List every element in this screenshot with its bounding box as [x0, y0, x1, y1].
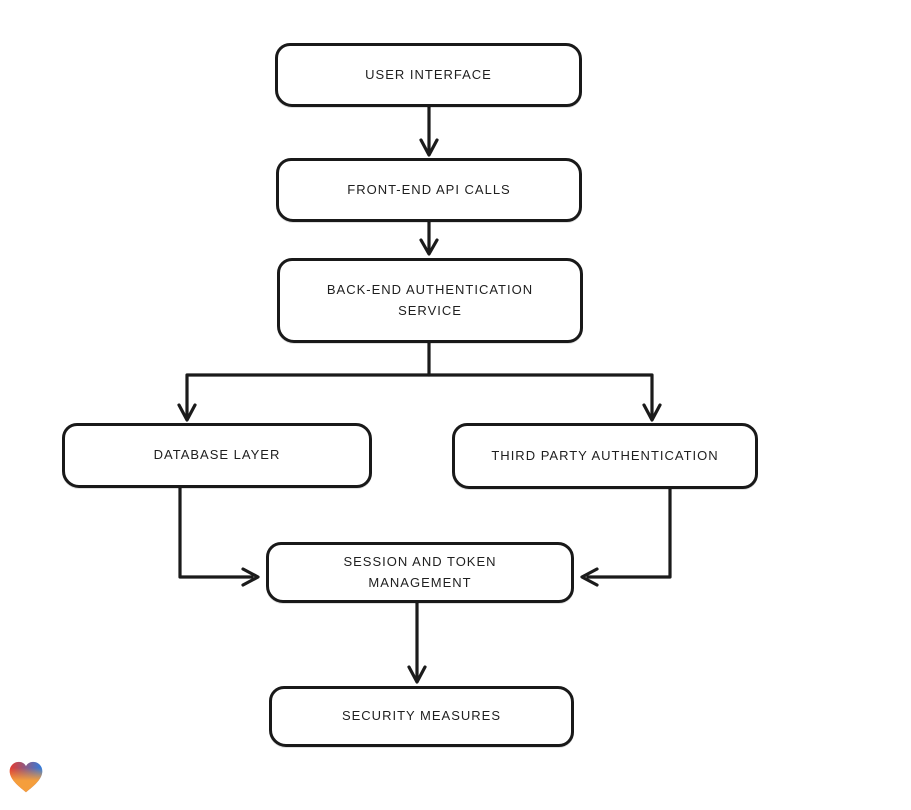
edge-back-end-to-database [185, 341, 431, 418]
edge-back-end-to-database-arrowhead [177, 403, 197, 422]
node-back-end-authentication-service: BACK-END AUTHENTICATION SERVICE [277, 258, 583, 343]
edge-database-to-session-arrowhead [241, 567, 260, 587]
node-label: DATABASE LAYER [153, 447, 281, 463]
gradient-heart-icon [9, 761, 43, 793]
edge-back-end-to-third-party [427, 373, 654, 418]
node-third-party-authentication: THIRD PARTY AUTHENTICATION [452, 423, 758, 489]
node-label: FRONT-END API CALLS [347, 181, 511, 197]
edge-session-to-security-arrowhead [407, 665, 427, 684]
node-session-and-token-management: SESSION AND TOKEN MANAGEMENT [266, 542, 574, 603]
node-label: USER INTERFACE [365, 66, 492, 82]
node-label: SECURITY MEASURES [341, 708, 502, 724]
edge-user-interface-to-front-end-arrowhead [419, 138, 439, 157]
edge-third-party-to-session [586, 487, 672, 579]
node-database-layer: DATABASE LAYER [62, 423, 372, 488]
node-label: SESSION AND TOKEN MANAGEMENT [343, 553, 497, 590]
node-front-end-api-calls: FRONT-END API CALLS [276, 158, 582, 222]
node-label: THIRD PARTY AUTHENTICATION [491, 447, 719, 463]
node-security-measures: SECURITY MEASURES [269, 686, 574, 747]
edge-front-end-to-back-end-arrowhead [419, 238, 439, 256]
edge-database-to-session [178, 486, 254, 579]
node-label: BACK-END AUTHENTICATION SERVICE [326, 281, 534, 318]
edge-back-end-to-third-party-arrowhead [642, 403, 662, 422]
edge-third-party-to-session-arrowhead [580, 567, 599, 587]
node-user-interface: USER INTERFACE [275, 43, 582, 107]
